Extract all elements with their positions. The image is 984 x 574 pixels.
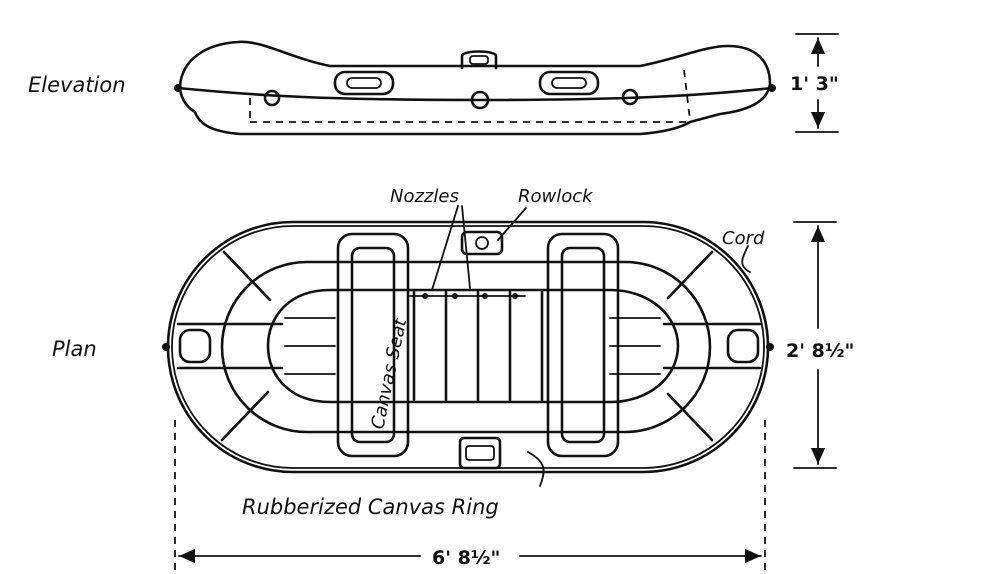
length-dimension-text: 6' 8½" (432, 547, 500, 569)
nozzles-label: Nozzles (390, 186, 459, 207)
length-dimension (174, 420, 766, 570)
elevation-view (174, 40, 776, 136)
plan-view (162, 205, 774, 487)
cord-label: Cord (722, 228, 765, 249)
width-dimension (793, 221, 837, 469)
ring-label: Rubberized Canvas Ring (242, 495, 499, 519)
rowlock-label: Rowlock (518, 186, 594, 207)
elevation-label: Elevation (28, 73, 126, 97)
height-dimension (795, 33, 839, 133)
plan-label: Plan (52, 337, 97, 361)
width-dimension-text: 2' 8½" (786, 340, 854, 362)
canvas-seat-label: Canvas Seat (367, 316, 411, 431)
height-dimension-text: 1' 3" (790, 73, 839, 95)
